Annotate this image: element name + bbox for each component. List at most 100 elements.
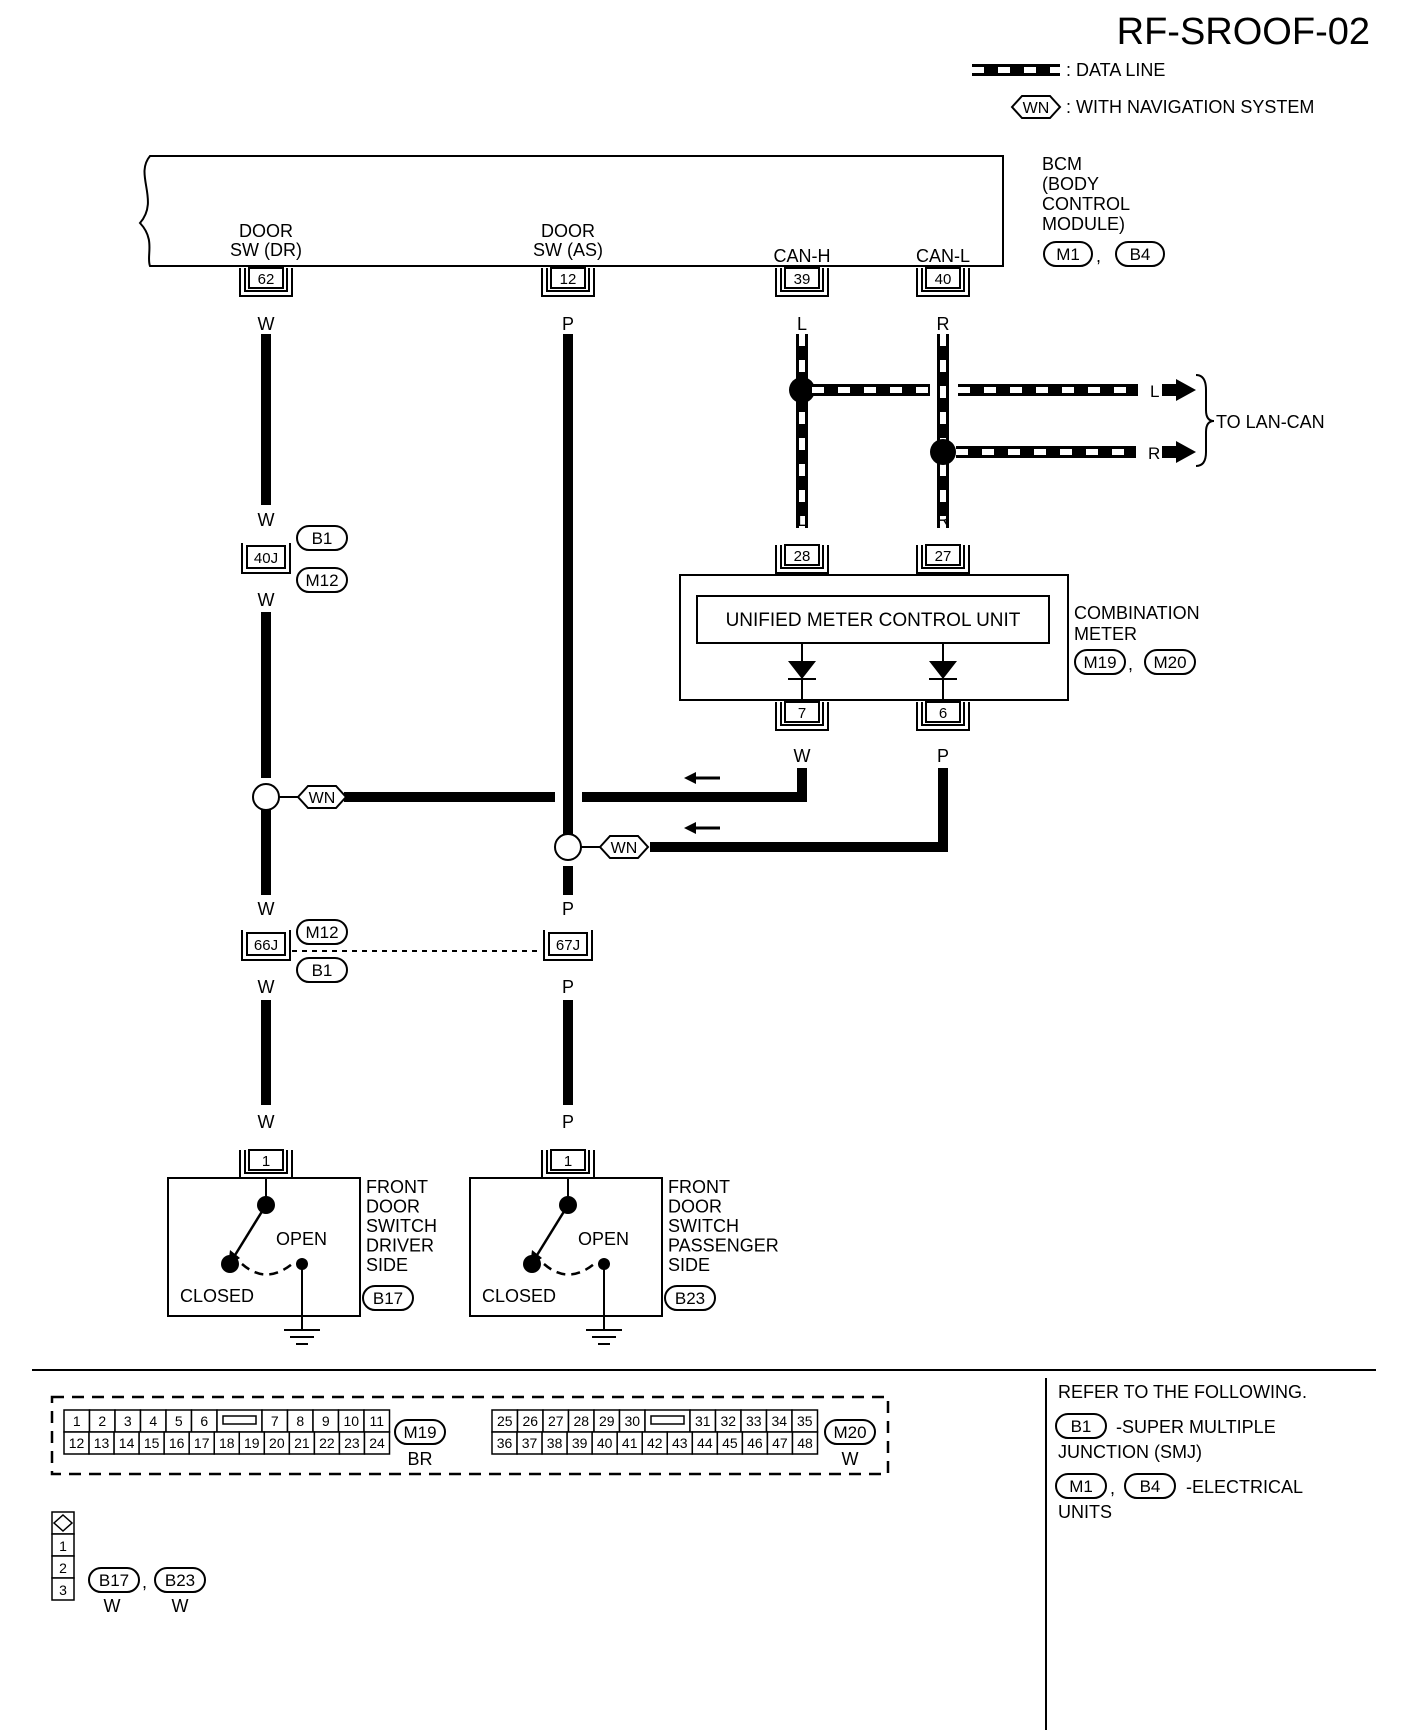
junction-67j: 67J: [543, 930, 593, 961]
refer-code-b1-label: B1: [1071, 1417, 1092, 1436]
legend-wn-tag: WN: [1010, 95, 1062, 119]
wn-tag-as: WN: [598, 835, 650, 859]
lan-can-r-arrow: [1176, 441, 1196, 463]
refer-code-sep: ,: [1110, 1478, 1115, 1498]
wire-meter-7-to-dr-a: [582, 768, 807, 802]
junction-66j-connector-m12-outline: [296, 919, 348, 945]
junction-40j-connector-b1: B1: [296, 525, 348, 551]
bcm-pin-12-pin: 12: [560, 271, 577, 288]
connector-view-switch-b23: B23: [154, 1567, 206, 1593]
connector-view-m20-pin-bottom: 39: [572, 1435, 588, 1451]
switch-passenger-connector: B23: [664, 1285, 716, 1311]
switch-passenger-name-2: DOOR: [668, 1197, 722, 1217]
connector-view-m19-pin-bottom: 18: [219, 1435, 235, 1451]
bcm-term-dr-label-1: DOOR: [239, 221, 293, 241]
wire-color-dr-bottom: W: [258, 1112, 275, 1132]
connector-view-m20-pin-bottom: 41: [622, 1435, 638, 1451]
bcm-name-line-3: CONTROL: [1042, 194, 1130, 214]
switch-driver-pin-1: 1: [239, 1149, 293, 1179]
connector-view-switch: 123: [51, 1511, 75, 1601]
meter-connector-m19-label: M19: [1083, 653, 1116, 672]
lan-can-l-arrow-stem: [1162, 384, 1178, 396]
switch-passenger-travel: [543, 1263, 595, 1276]
connector-view-m19-cell-bottom: [363, 1431, 391, 1455]
meter-connector-sep: ,: [1128, 654, 1133, 674]
switch-driver-closed-label: CLOSED: [180, 1286, 254, 1306]
bcm-connector-m1-outline: [1043, 241, 1093, 267]
meter-pin-7-bracket-inner: [780, 702, 824, 726]
meter-pin-6: 6: [916, 701, 970, 731]
bcm-pin-40: 40: [916, 267, 970, 297]
wire-color-dr-40j-above: W: [258, 510, 275, 530]
switch-passenger-closed-contact: [523, 1255, 541, 1273]
connector-view-m20-key-tab: [650, 1415, 685, 1425]
connector-view-m20-pin-top: 26: [522, 1413, 538, 1429]
bcm-pin-40-pin: 40: [935, 271, 952, 288]
connector-view-switch-b23-outline: [154, 1567, 206, 1593]
wire-color-dr-66j-above: W: [258, 899, 275, 919]
connector-view-switch-b17-label: B17: [99, 1571, 129, 1590]
bcm-name-line-2: (BODY: [1042, 174, 1099, 194]
lan-can-r-arrow-stem: [1162, 446, 1178, 458]
bcm-term-canl-label: CAN-L: [916, 246, 970, 266]
can-h-splice: [789, 377, 815, 403]
lan-can-label: TO LAN-CAN: [1216, 412, 1325, 432]
connector-view-switch-sep: ,: [142, 1572, 147, 1592]
meter-pin-28-bracket: [775, 545, 829, 574]
connector-view-switch-b17-outline: [88, 1567, 140, 1593]
meter-pin-6-bracket-inner: [921, 702, 965, 726]
connector-view-m20-pin-bottom: 38: [547, 1435, 563, 1451]
meter-pin-7-bracket: [775, 702, 829, 731]
connector-view-m20-pin-bottom: 37: [522, 1435, 538, 1451]
connector-view-switch-pin: 1: [59, 1538, 67, 1554]
junction-66j-connector-b1-outline: [296, 957, 348, 983]
connector-view-m19-pin-top: 3: [124, 1413, 132, 1429]
connector-view-m20-pin-top: 34: [771, 1413, 787, 1429]
can-l-splice: [930, 439, 956, 465]
connector-view-m19-pin-bottom: 20: [269, 1435, 285, 1451]
bcm-pin-39: 39: [775, 267, 829, 297]
junction-66j-pin: 66J: [254, 937, 278, 954]
connector-view-m19-pin-bottom: 17: [194, 1435, 210, 1451]
connector-view-m20-pin-bottom: 48: [797, 1435, 813, 1451]
bcm-connector-sep: ,: [1096, 246, 1101, 266]
meter-connector-m20: M20: [1144, 649, 1196, 675]
junction-40j: 40J: [241, 543, 291, 574]
switch-driver-pin-1-bracket-inner: [244, 1150, 288, 1174]
connector-view-m19-pin-top: 9: [322, 1413, 330, 1429]
switch-passenger-pin-1-box: [550, 1149, 586, 1171]
meter-pin-27: 27: [916, 544, 970, 574]
refer-code-m1: M1: [1055, 1473, 1107, 1499]
refer-code-m1-label: M1: [1069, 1477, 1093, 1496]
connector-view-m20-pin-top: 33: [746, 1413, 762, 1429]
wn-tag-dr-outline: [296, 785, 348, 809]
refer-heading: REFER TO THE FOLLOWING.: [1058, 1382, 1307, 1402]
bcm-pin-12-bracket: [541, 268, 595, 297]
meter-pin-28: 28: [775, 544, 829, 574]
refer-code-b1-outline: [1055, 1413, 1107, 1439]
signal-arrow-dr: [684, 772, 696, 784]
switch-passenger-name-5: SIDE: [668, 1255, 710, 1275]
junction-40j-box: [246, 545, 286, 569]
switch-passenger-closed-label: CLOSED: [482, 1286, 556, 1306]
page-code: RF-SROOF-02: [1117, 11, 1370, 53]
bcm-pin-39-bracket: [775, 268, 829, 297]
bcm-connector-b4-outline: [1115, 241, 1165, 267]
lan-can-l-arrow: [1176, 379, 1196, 401]
bcm-pin-62: 62: [239, 267, 293, 297]
connector-view-m19-pin-top: 10: [343, 1413, 359, 1429]
switch-driver-name-1: FRONT: [366, 1177, 428, 1197]
switch-driver-name-4: DRIVER: [366, 1236, 434, 1256]
connector-view-m20-cell-bottom: [791, 1431, 819, 1455]
dr-splice-open: [252, 783, 280, 811]
switch-driver-closed-contact: [221, 1255, 239, 1273]
bcm-pin-12-box: [550, 267, 586, 289]
junction-66j-connector-m12: M12: [296, 919, 348, 945]
connector-view-m20-pin-bottom: 44: [697, 1435, 713, 1451]
wn-tag-as-outline: [598, 835, 650, 859]
connector-view-m20-pin-top: 30: [624, 1413, 640, 1429]
connector-view-m20-pin-top: 27: [548, 1413, 564, 1429]
bcm-box: [138, 155, 1004, 267]
unified-meter-unit-box: [696, 595, 1050, 644]
